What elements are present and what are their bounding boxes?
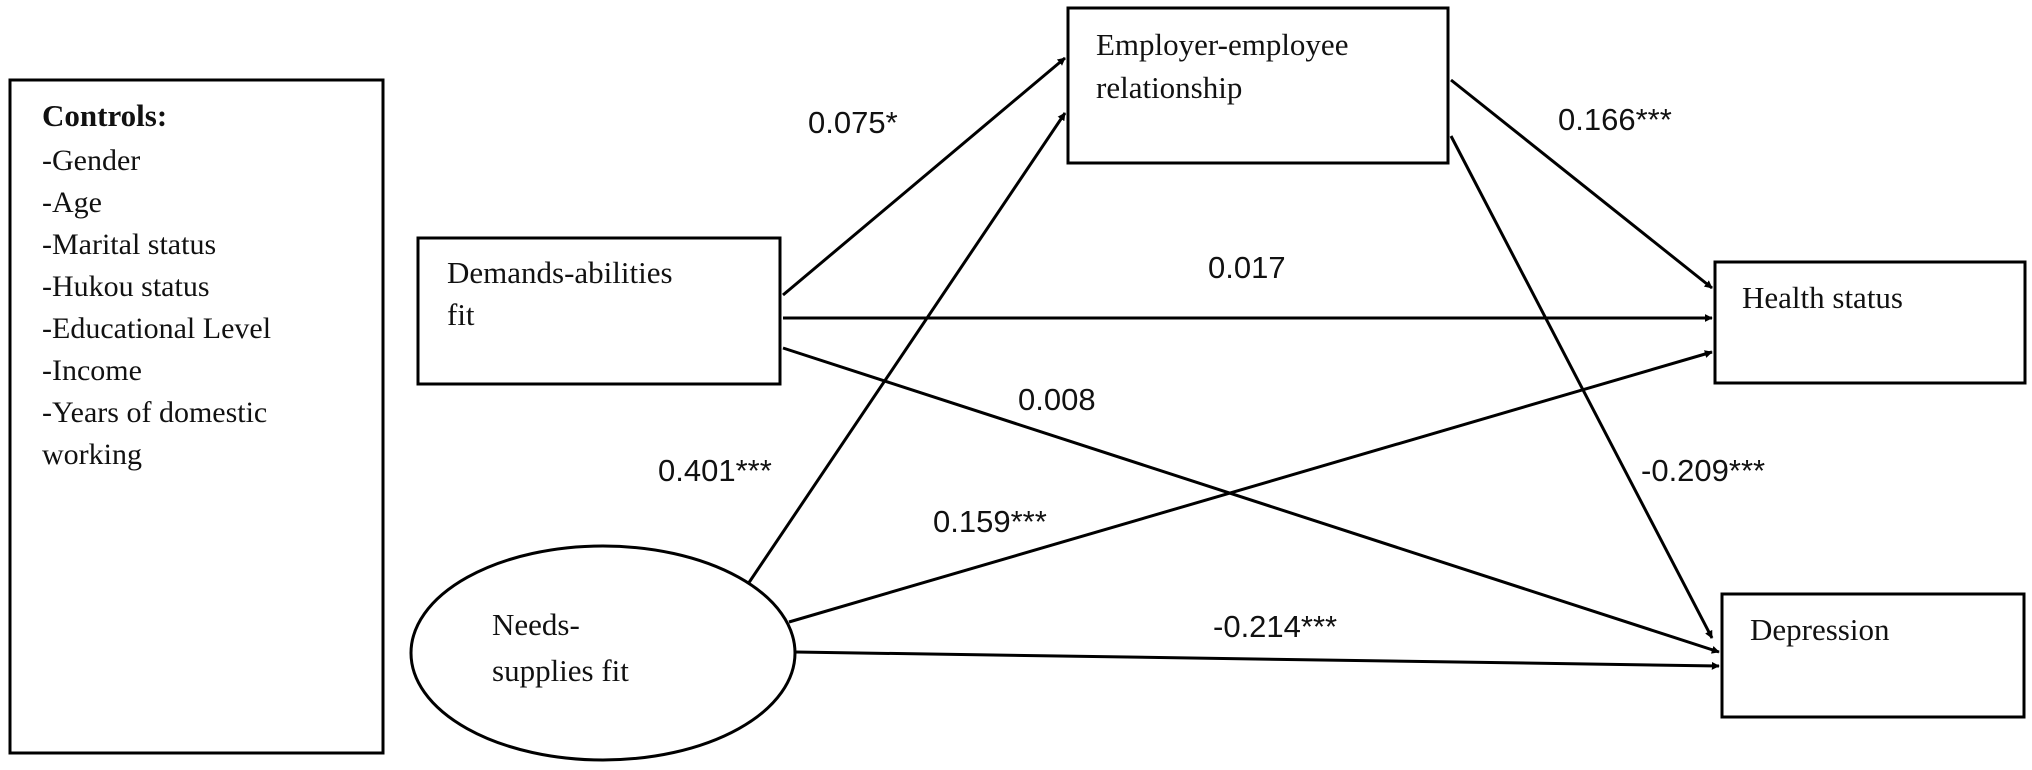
edge-eer-to-depression — [1449, 135, 1714, 639]
coef-ns-to-eer: 0.401*** — [658, 453, 772, 488]
node-da-line1: Demands-abilities — [447, 255, 673, 290]
node-health-status: Health status — [1713, 260, 2027, 385]
controls-box: Controls: -Gender -Age -Marital status -… — [8, 78, 385, 755]
node-health-label: Health status — [1742, 280, 1903, 315]
node-employer-employee-relationship: Employer-employee relationship — [1066, 6, 1450, 165]
coef-da-to-health: 0.017 — [1208, 250, 1286, 285]
node-needs-supplies-fit: Needs- supplies fit — [409, 544, 797, 762]
control-item-educational-level: -Educational Level — [42, 312, 271, 345]
node-ns-line2: supplies fit — [492, 653, 629, 688]
coef-ns-to-health: 0.159*** — [933, 504, 1047, 539]
coef-eer-to-health: 0.166*** — [1558, 102, 1672, 137]
control-item-gender: -Gender — [42, 144, 140, 177]
node-da-line2: fit — [447, 297, 475, 332]
edge-da-to-depression — [782, 346, 1720, 654]
coef-ns-to-depression: -0.214*** — [1213, 609, 1337, 644]
edge-da-to-eer — [782, 56, 1066, 297]
coef-da-to-depression: 0.008 — [1018, 382, 1096, 417]
control-item-hukou-status: -Hukou status — [42, 270, 210, 303]
edge-ns-to-health — [788, 350, 1713, 624]
coef-eer-to-depression: -0.209*** — [1641, 453, 1765, 488]
controls-heading: Controls: — [42, 98, 167, 133]
node-depression: Depression — [1720, 592, 2026, 719]
control-item-working: working — [42, 438, 142, 471]
edge-ns-to-depression — [794, 650, 1720, 670]
node-eer-line2: relationship — [1096, 70, 1242, 105]
node-ns-line1: Needs- — [492, 607, 580, 642]
edge-eer-to-health — [1450, 78, 1713, 290]
control-item-age: -Age — [42, 186, 102, 219]
edge-ns-to-eer — [744, 112, 1067, 588]
edges — [744, 56, 1720, 670]
control-item-income: -Income — [42, 354, 142, 387]
control-item-years-domestic: -Years of domestic — [42, 396, 267, 429]
control-item-marital-status: -Marital status — [42, 228, 216, 261]
node-eer-line1: Employer-employee — [1096, 27, 1348, 62]
coef-da-to-eer: 0.075* — [808, 105, 898, 140]
path-coefficients: 0.075* 0.166*** 0.017 0.008 0.401*** -0.… — [658, 102, 1765, 644]
node-demands-abilities-fit: Demands-abilities fit — [416, 236, 782, 386]
node-depression-label: Depression — [1750, 612, 1890, 647]
